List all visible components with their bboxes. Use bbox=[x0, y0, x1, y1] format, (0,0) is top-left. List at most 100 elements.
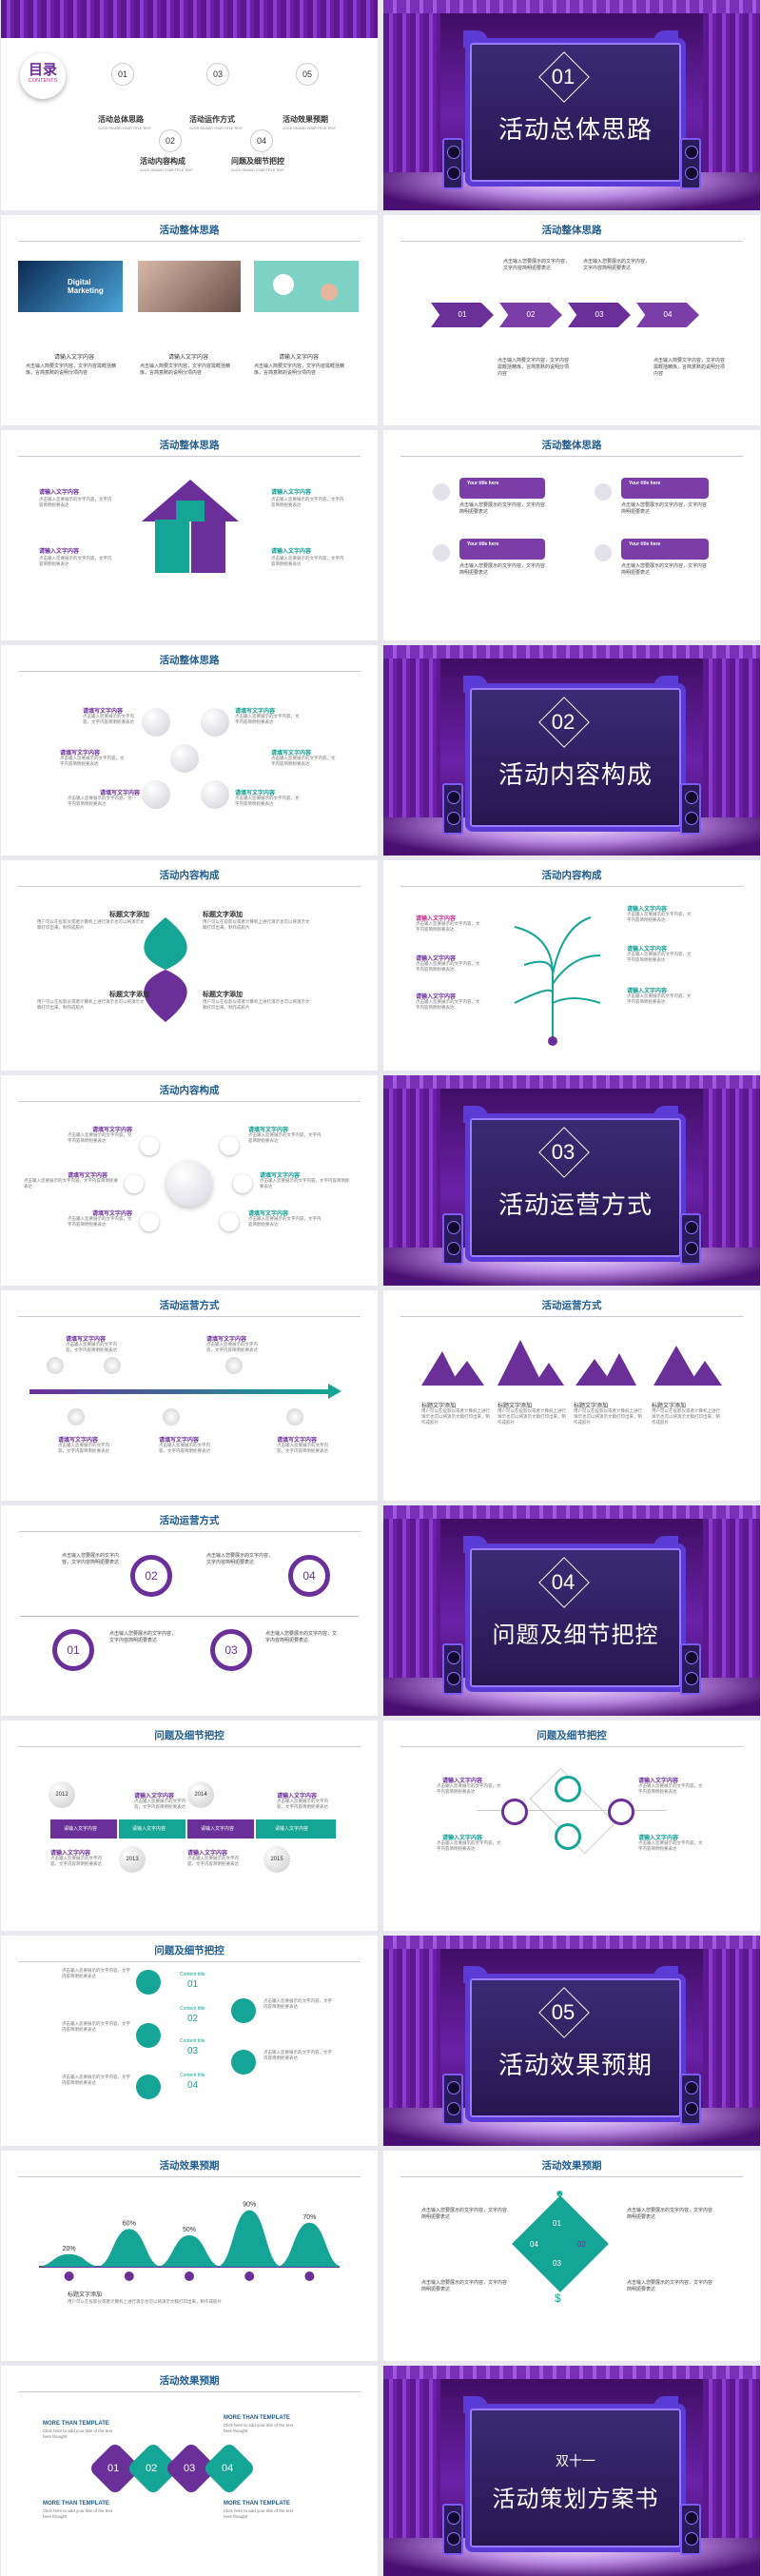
step-01[interactable]: 01 bbox=[431, 303, 494, 327]
yr-label-3: 请输入文字内容 bbox=[50, 1851, 91, 1857]
step-04[interactable]: 04 bbox=[636, 303, 699, 327]
dollar-icon bbox=[231, 2050, 256, 2075]
toc-item-04[interactable]: 问题及细节把控 bbox=[231, 157, 284, 166]
slide-section-05[interactable]: 05 活动效果预期 bbox=[383, 1936, 760, 2146]
card-4[interactable]: Your title here bbox=[621, 539, 709, 560]
chart-body: 用户可以在投影仪或者计算机上进行演示也可以将演示文稿打印出来，制作成胶片 bbox=[68, 2299, 222, 2304]
card-2[interactable]: Your title here bbox=[621, 478, 709, 499]
dot-6 bbox=[286, 1408, 303, 1426]
chart-peak-5 bbox=[276, 2222, 340, 2267]
ring-04[interactable]: 04 bbox=[288, 1555, 330, 1597]
slide-s1-puzzle-house[interactable]: 活动整体思路 请输入文字内容 点击输入您要展示的文字内容，文字内容简明扼要表达 … bbox=[1, 430, 378, 640]
chart-label-4: 90% bbox=[243, 2202, 256, 2209]
speaker-right-icon bbox=[680, 2074, 701, 2125]
slide-s1-cards[interactable]: 活动整体思路 Your title here 点击输入您要展示的文字内容，文字内… bbox=[383, 430, 760, 640]
tpl-2: MORE THAN TEMPLATE bbox=[224, 2415, 290, 2421]
slide-section-04[interactable]: 04 问题及细节把控 bbox=[383, 1505, 760, 1716]
year-bar-1[interactable]: 请输入文字内容 bbox=[50, 1819, 117, 1839]
slide-closing[interactable]: 双十一 活动策划方案书 bbox=[383, 2366, 760, 2576]
slide-s3-timeline[interactable]: 活动运营方式 请填写文字内容 点击输入您要展示的文字内容，文字内容简明扼要表达 … bbox=[1, 1290, 378, 1501]
step-03[interactable]: 03 bbox=[568, 303, 631, 327]
slide-s2-clover[interactable]: 活动内容构成 标题文字添加 用户可以在投影仪或者计算机上进行演示也可以将演示文稿… bbox=[1, 860, 378, 1071]
slide-section-01[interactable]: 01 活动总体思路 bbox=[383, 0, 760, 210]
slide-toc[interactable]: 目录 CONTENTS 01 活动总体思路 CLICK ON ADD YOUR … bbox=[1, 0, 378, 210]
slide-s2-tree[interactable]: 活动内容构成 请输入文字内容 点击输入您要展示的文字内容，文字内容简明扼要表达 … bbox=[383, 860, 760, 1071]
dia-01: 01 bbox=[553, 2219, 561, 2228]
dot-1 bbox=[47, 1357, 64, 1374]
valance bbox=[383, 0, 760, 13]
left-title-1: 请输入文字内容 bbox=[39, 490, 80, 496]
speaker-right-icon bbox=[680, 2504, 701, 2555]
dollar-icon: $ bbox=[555, 2291, 561, 2305]
ct-4: Content title bbox=[180, 2073, 205, 2078]
stage-screen bbox=[465, 1974, 686, 2122]
chart-label-5: 70% bbox=[302, 2214, 316, 2221]
slide-s1-steps[interactable]: 活动整体思路 点击输入您要展示的文字内容，文字内容简明扼要表达 点击输入您要展示… bbox=[383, 215, 760, 425]
section-number: 03 bbox=[551, 1140, 576, 1164]
year-2013: 2013 bbox=[119, 1846, 146, 1873]
slide-s1-circles[interactable]: 活动整体思路 请填写文字内容 点击输入您要展示的文字内容，文字内容简明扼要表达 … bbox=[1, 645, 378, 855]
year-bar-4[interactable]: 请输入文字内容 bbox=[256, 1819, 336, 1839]
label-3: 请填写文字内容 bbox=[100, 791, 141, 796]
card-1[interactable]: Your title here bbox=[459, 478, 545, 499]
net-line bbox=[477, 1810, 667, 1811]
step-bot-2: 点击输入简要文字内容，文字内容需概括精炼，言简意赅的说明分项内容 bbox=[654, 358, 726, 377]
slide-s3-rings[interactable]: 活动运营方式 02 04 01 03 点击输入您要展示的文字内容，文字内容简明扼… bbox=[1, 1505, 378, 1716]
chart-label-2: 60% bbox=[123, 2220, 136, 2227]
year-bar-3[interactable]: 请输入文字内容 bbox=[187, 1819, 254, 1839]
tl-body-3: 点击输入您要展示的文字内容，文字内容简明扼要表达 bbox=[58, 1443, 109, 1453]
circle-e bbox=[201, 780, 229, 809]
photo-desk bbox=[254, 261, 359, 312]
slide-s3-mountains[interactable]: 活动运营方式 标题文字添加 用户可以在投影仪或者计算机上进行演示也可以将演示文稿… bbox=[383, 1290, 760, 1501]
toc-item-05[interactable]: 活动效果预期 bbox=[283, 115, 328, 124]
slide-s5-chart[interactable]: 活动效果预期 20%60%50%90%70% 标题文字添加 用户可以在投影仪或者… bbox=[1, 2151, 378, 2361]
ct-body-3: 点击输入您要展示的文字内容，文字内容简明扼要表达 bbox=[62, 2075, 130, 2085]
net-l1: 请输入文字内容 bbox=[442, 1779, 483, 1784]
speaker-left-icon bbox=[442, 1213, 463, 1265]
slide-section-03[interactable]: 03 活动运营方式 bbox=[383, 1075, 760, 1286]
slide-header: 活动内容构成 bbox=[1, 868, 378, 887]
slide-s5-diamond[interactable]: 活动效果预期 01 02 03 04 ☻ $ 点击输入您要展示的文字内容，文字内… bbox=[383, 2151, 760, 2361]
card-3[interactable]: Your title here bbox=[459, 539, 545, 560]
tree-l3-body: 点击输入您要展示的文字内容，文字内容简明扼要表达 bbox=[416, 999, 480, 1010]
tl-body-4: 点击输入您要展示的文字内容，文字内容简明扼要表达 bbox=[159, 1443, 210, 1453]
tl-label-3: 请填写文字内容 bbox=[58, 1438, 99, 1444]
year-bar-2[interactable]: 请输入文字内容 bbox=[119, 1819, 185, 1839]
section-number: 02 bbox=[551, 710, 576, 734]
hub-r2: 请填写文字内容 bbox=[260, 1173, 301, 1179]
ring-01[interactable]: 01 bbox=[52, 1629, 94, 1671]
ring-02[interactable]: 02 bbox=[130, 1555, 172, 1597]
slide-s2-hub[interactable]: 活动内容构成 请填写文字内容 点击输入您要展示的文字内容，文字内容简明扼要表达 … bbox=[1, 1075, 378, 1286]
slide-section-02[interactable]: 02 活动内容构成 bbox=[383, 645, 760, 855]
ct-body-2: 点击输入您要展示的文字内容，文字内容简明扼要表达 bbox=[62, 2021, 130, 2032]
section-title: 活动效果预期 bbox=[498, 2051, 653, 2079]
divider bbox=[20, 1616, 359, 1617]
hub-r3-body: 点击输入您要展示的文字内容，文字内容简明扼要表达 bbox=[248, 1216, 322, 1227]
toc-item-01[interactable]: 活动总体思路 bbox=[98, 115, 144, 124]
slide-s4-network[interactable]: 问题及细节把控 请输入文字内容 点击输入您要展示的文字内容，文字内容简明扼要表达… bbox=[383, 1721, 760, 1931]
slide-header: 活动整体思路 bbox=[383, 438, 760, 457]
dot-2 bbox=[104, 1357, 121, 1374]
step-02[interactable]: 02 bbox=[499, 303, 562, 327]
slide-s4-years[interactable]: 问题及细节把控 请输入文字内容 请输入文字内容 请输入文字内容 请输入文字内容 … bbox=[1, 1721, 378, 1931]
slide-s4-content-titles[interactable]: 问题及细节把控 Content title 01 Content title 0… bbox=[1, 1936, 378, 2146]
dia-03: 03 bbox=[553, 2259, 561, 2268]
chart-marker-1 bbox=[64, 2271, 74, 2281]
ct-2: Content title bbox=[180, 2006, 205, 2012]
slide-s1-photos[interactable]: 活动整体思路 Digital Marketing 请输入文字内容 点击输入简要文… bbox=[1, 215, 378, 425]
valance bbox=[383, 1936, 760, 1949]
valance bbox=[383, 2366, 760, 2379]
year-2014: 2014 bbox=[187, 1781, 214, 1808]
toc-title: 目录 bbox=[28, 62, 57, 78]
ring-03[interactable]: 03 bbox=[210, 1629, 252, 1671]
dia-body-3: 点击输入您要展示的文字内容，文字内容简明扼要表达 bbox=[627, 2208, 713, 2220]
clover-icon bbox=[144, 917, 187, 1022]
slide-s5-rhombus[interactable]: 活动效果预期 01 02 03 04 MORE THAN TEMPLATE Cl… bbox=[1, 2366, 378, 2576]
stage-screen bbox=[465, 38, 686, 187]
hub-l3: 请填写文字内容 bbox=[92, 1211, 133, 1217]
toc-item-02[interactable]: 活动内容构成 bbox=[140, 157, 185, 166]
toc-item-03[interactable]: 活动运作方式 bbox=[189, 115, 235, 124]
hub-l2: 请填写文字内容 bbox=[68, 1173, 108, 1179]
ct-3: Content title bbox=[180, 2038, 205, 2044]
tpl-4-sub: Click here to add your title of the text… bbox=[224, 2508, 294, 2519]
